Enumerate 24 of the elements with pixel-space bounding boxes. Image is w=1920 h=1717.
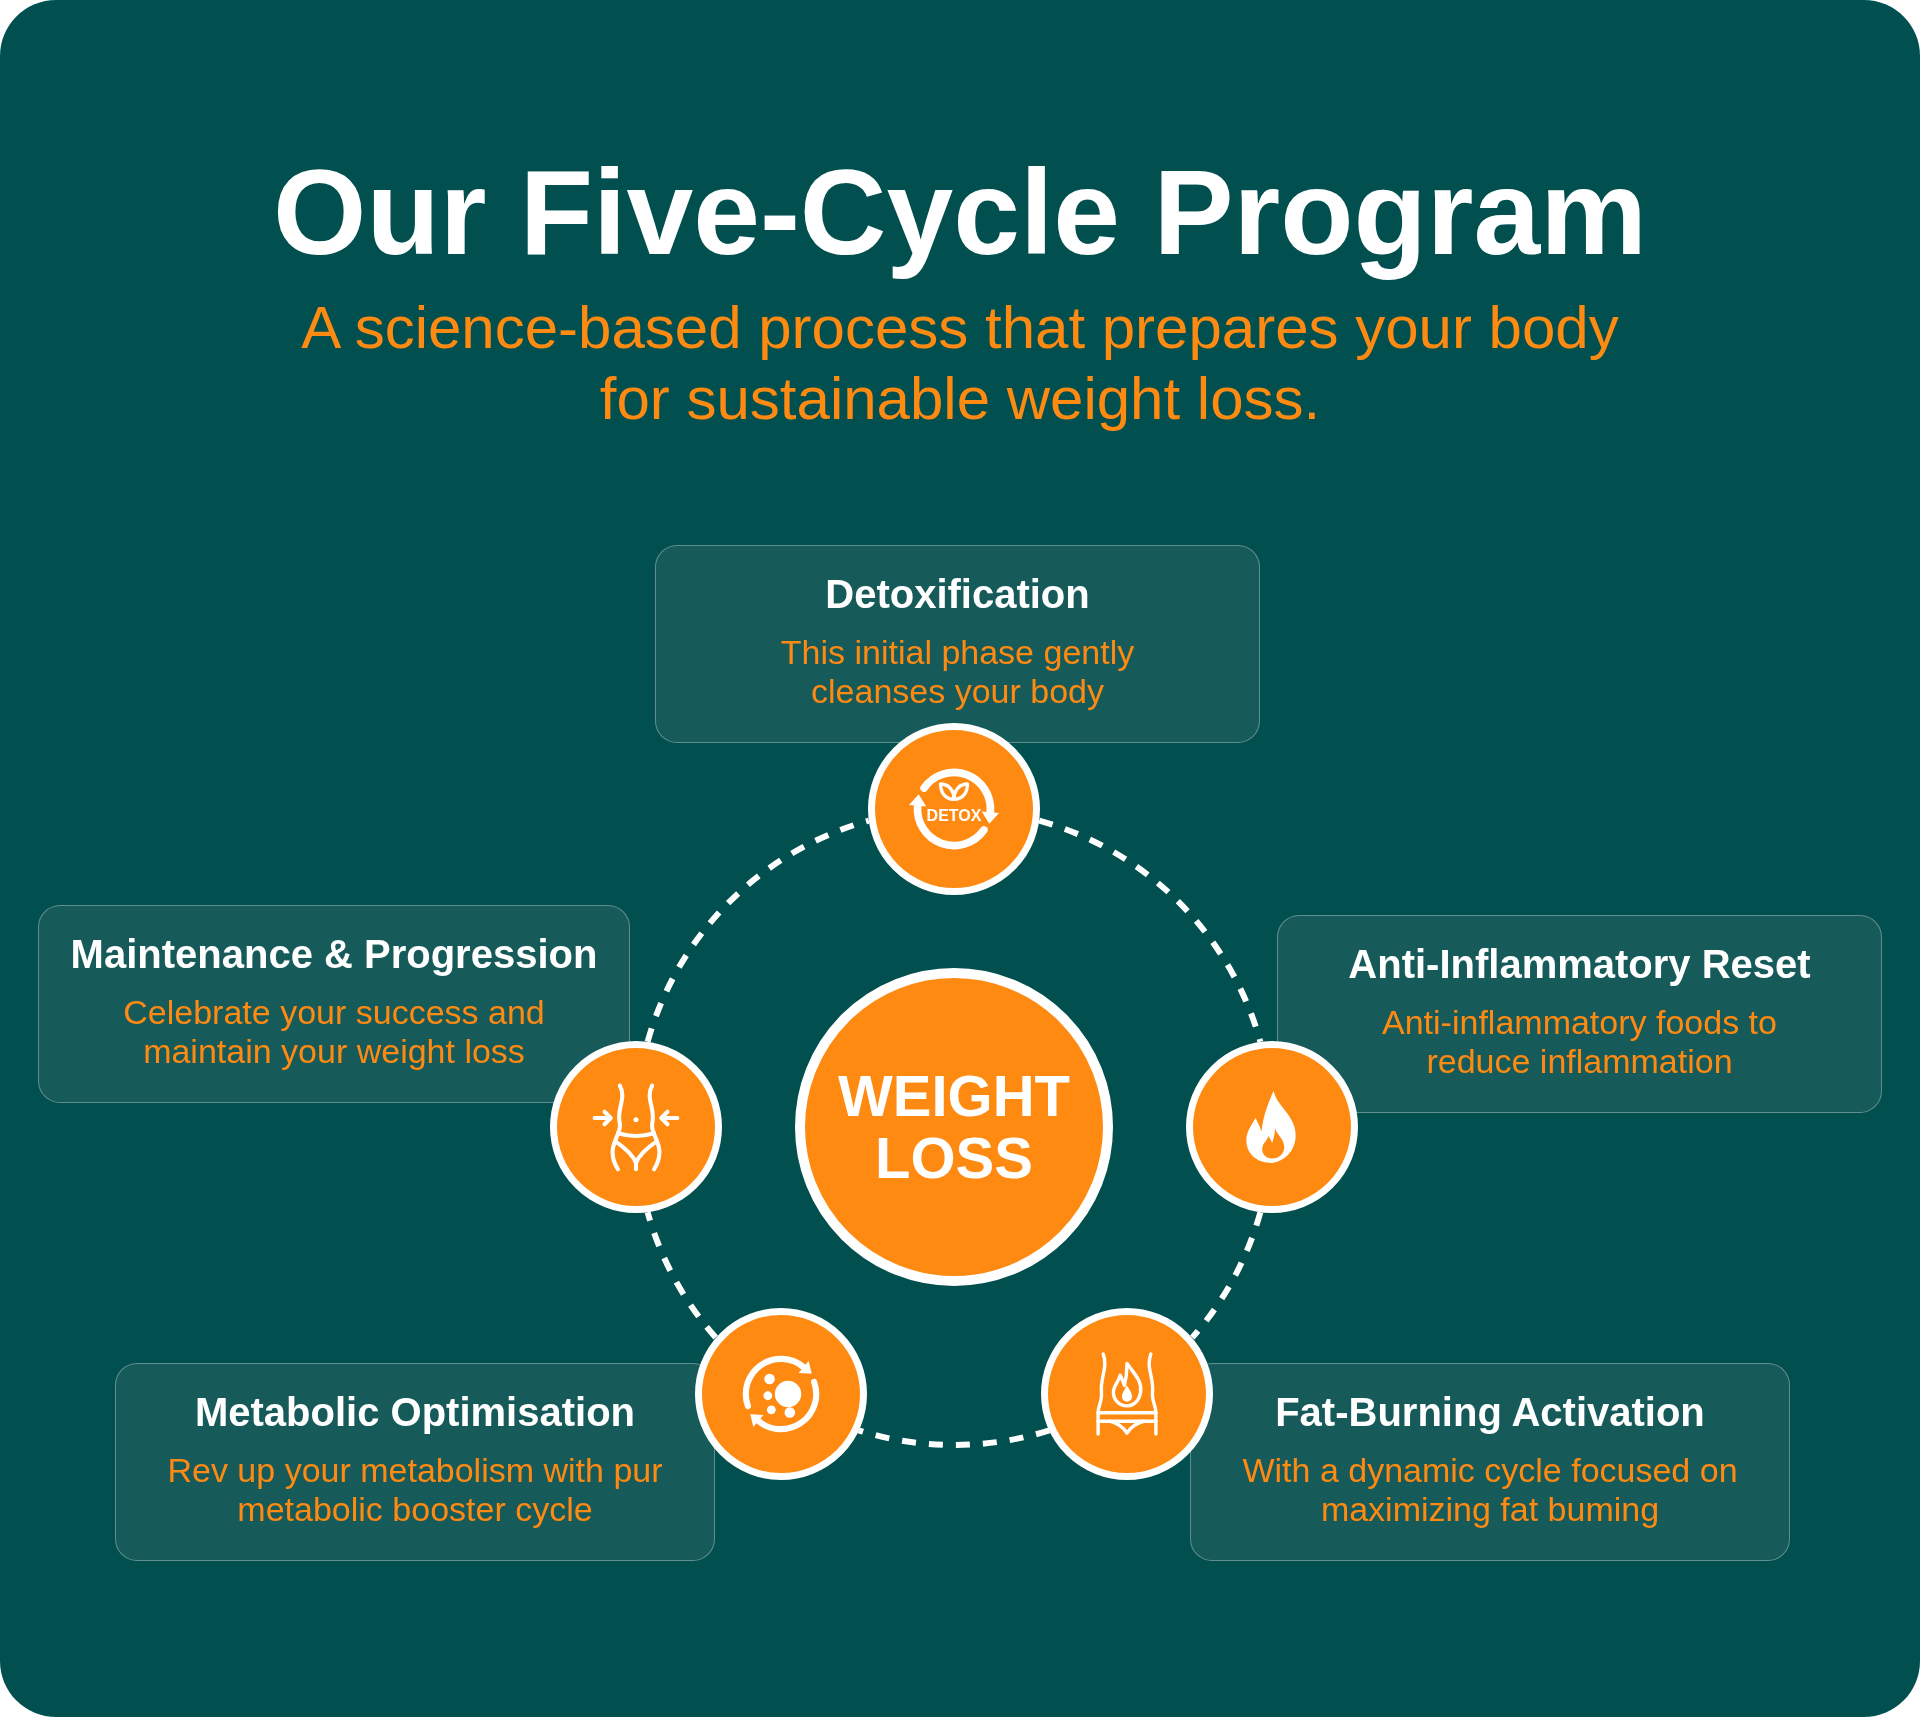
phase-heading: Detoxification [825, 572, 1090, 616]
dashed-connector [644, 1211, 719, 1340]
phase-description: Rev up your metabolism with pur metabolic booster cycle [166, 1451, 664, 1529]
phase-card [1190, 1363, 1790, 1561]
phase-card [38, 905, 630, 1103]
dashed-connector [1038, 817, 1264, 1043]
phase-description: Celebrate your success and maintain your weight loss [122, 993, 546, 1071]
phase-heading: Maintenance & Progression [70, 932, 598, 976]
subtitle: A science-based process that prepares your body for sustainable weight loss. [300, 293, 1620, 434]
title: Our Five-Cycle Program [273, 144, 1647, 282]
phase-description: This initial phase gently cleanses your body [779, 633, 1136, 711]
phase-heading: Anti-Inflammatory Reset [1348, 942, 1811, 986]
phase-card [115, 1363, 715, 1561]
phase-heading: Metabolic Optimisation [194, 1390, 635, 1434]
dashed-connector [1189, 1211, 1264, 1340]
phase-card [655, 545, 1260, 743]
phase-description: Anti-inflammatory foods to reduce inflammation [1381, 1003, 1778, 1081]
phase-card [1277, 915, 1882, 1113]
center-label: WEIGHT LOSS [837, 1065, 1071, 1189]
dashed-connector [857, 1427, 1051, 1448]
icon-text: DETOX [926, 807, 982, 825]
phase-heading: Fat-Burning Activation [1275, 1390, 1705, 1434]
dashed-connector [644, 817, 870, 1043]
phase-description: With a dynamic cycle focused on maximizing fat buming [1241, 1451, 1739, 1529]
